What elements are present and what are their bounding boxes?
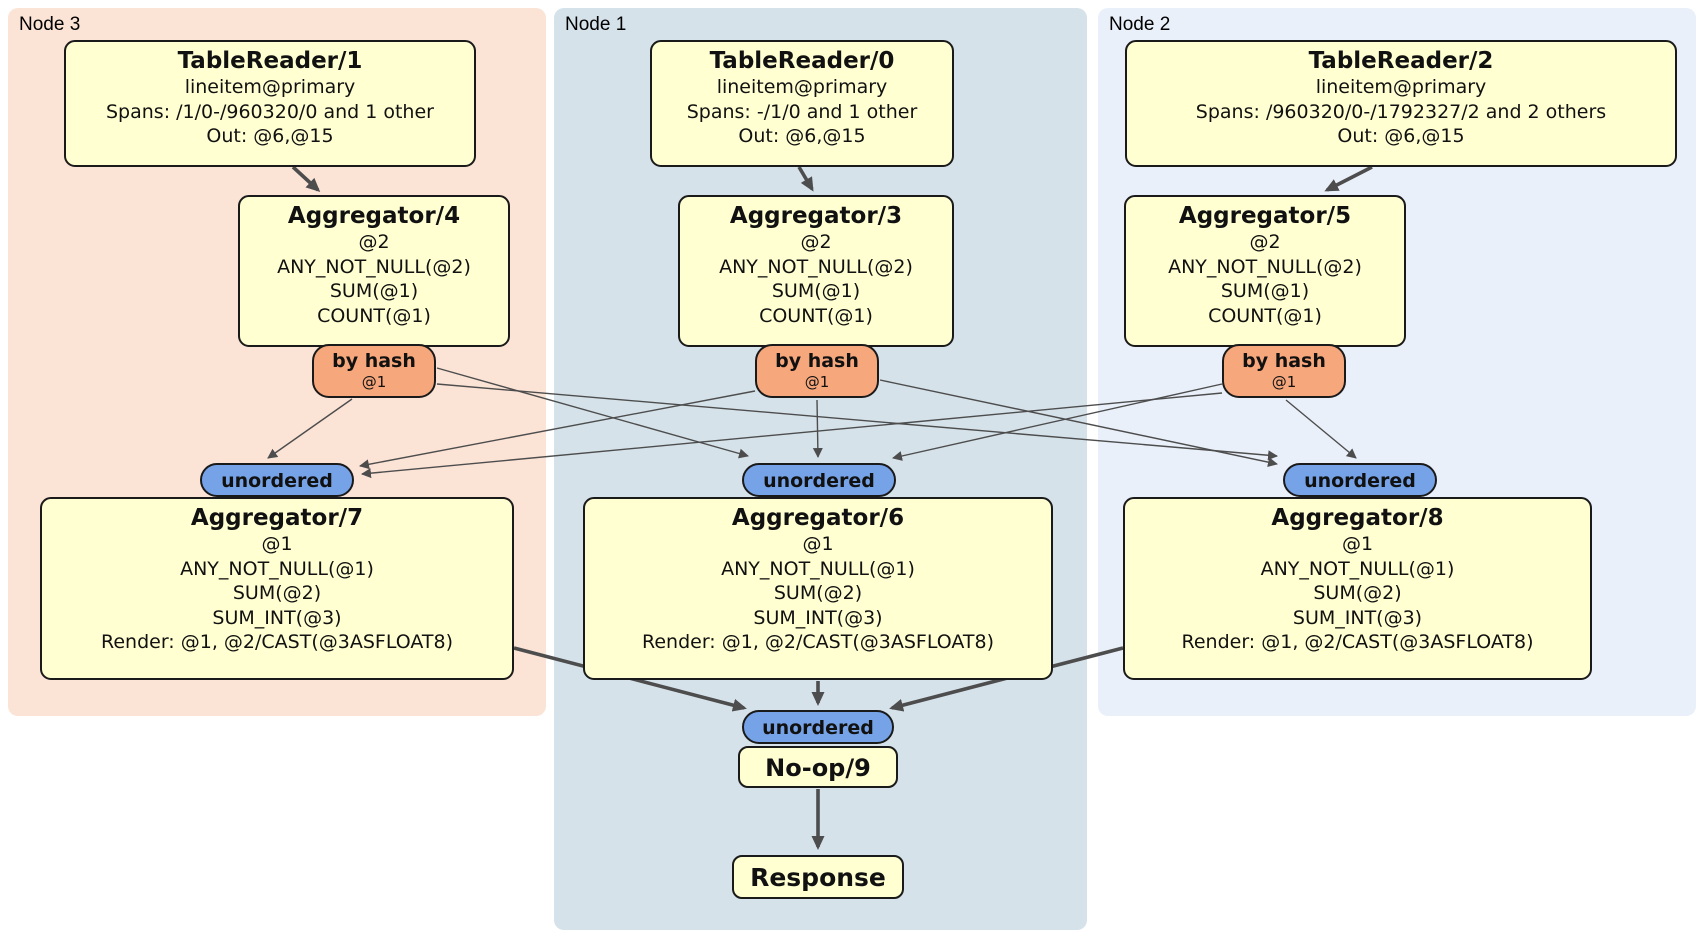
processor-aggregator-5: Aggregator/5 @2 ANY_NOT_NULL(@2) SUM(@1)… bbox=[1124, 195, 1406, 347]
processor-detail-line: SUM(@1) bbox=[1220, 280, 1310, 302]
processor-detail-line: SUM(@1) bbox=[771, 280, 861, 302]
processor-detail-line: @2 bbox=[1249, 231, 1281, 253]
processor-detail-line: SUM_INT(@3) bbox=[1292, 606, 1423, 629]
edge-r2-s1 bbox=[892, 383, 1223, 461]
processor-detail-line: Render: @1, @2/CAST(@3ASFLOAT8) bbox=[1181, 631, 1534, 653]
processor-detail-line: ANY_NOT_NULL(@2) bbox=[719, 255, 913, 278]
processor-tablereader-0: TableReader/0 lineitem@primary Spans: -/… bbox=[650, 40, 954, 167]
processor-tablereader-2: TableReader/2 lineitem@primary Spans: /9… bbox=[1125, 40, 1677, 167]
processor-detail-line: COUNT(@1) bbox=[1208, 304, 1322, 327]
processor-detail-line: ANY_NOT_NULL(@2) bbox=[277, 255, 471, 278]
processor-detail-line: SUM_INT(@3) bbox=[753, 606, 883, 629]
router-hash-key: @1 bbox=[1271, 373, 1297, 391]
processor-title: TableReader/0 bbox=[709, 48, 895, 74]
synchronizer-unordered-final: unordered bbox=[742, 710, 894, 744]
processor-detail-line: ANY_NOT_NULL(@1) bbox=[1260, 557, 1455, 580]
processor-detail-line: lineitem@primary bbox=[1315, 76, 1487, 98]
processor-detail-line: SUM_INT(@3) bbox=[212, 606, 342, 629]
edge-r3-s2 bbox=[436, 383, 1278, 461]
router-hash-key: @1 bbox=[804, 373, 830, 391]
processor-noop-9: No-op/9 bbox=[738, 746, 898, 788]
node-label-3: Node 3 bbox=[19, 14, 81, 35]
processor-aggregator-3: Aggregator/3 @2 ANY_NOT_NULL(@2) SUM(@1)… bbox=[678, 195, 954, 347]
processor-aggregator-7: Aggregator/7 @1 ANY_NOT_NULL(@1) SUM(@2)… bbox=[40, 497, 514, 680]
processor-detail-line: @2 bbox=[800, 231, 832, 253]
processor-detail-line: Spans: /960320/0-/1792327/2 and 2 others bbox=[1195, 100, 1607, 123]
edge-r2-s3 bbox=[361, 392, 1223, 479]
processor-detail-line: @1 bbox=[261, 533, 293, 555]
node-label-2: Node 2 bbox=[1109, 14, 1171, 35]
processor-detail-line: SUM(@1) bbox=[329, 280, 419, 302]
edge-r3-s3 bbox=[267, 398, 353, 459]
edge-r2-s2 bbox=[1285, 399, 1357, 459]
processor-detail-line: Spans: -/1/0 and 1 other bbox=[686, 100, 918, 123]
processor-detail-line: ANY_NOT_NULL(@2) bbox=[1168, 255, 1362, 278]
synchronizer-unordered-node2: unordered bbox=[1283, 463, 1437, 497]
processor-detail-line: @1 bbox=[802, 533, 834, 555]
edge-tr1-agg4 bbox=[291, 165, 321, 193]
processor-detail-line: Out: @6,@15 bbox=[1337, 125, 1465, 147]
processor-tablereader-1: TableReader/1 lineitem@primary Spans: /1… bbox=[64, 40, 476, 167]
edge-r1-s2 bbox=[879, 379, 1278, 468]
processor-detail-line: Out: @6,@15 bbox=[738, 125, 866, 147]
router-by-hash-node3: by hash @1 bbox=[312, 344, 436, 398]
synchronizer-unordered-node1: unordered bbox=[742, 463, 896, 497]
processor-detail-line: COUNT(@1) bbox=[317, 304, 431, 327]
edge-r1-s3 bbox=[359, 390, 756, 470]
edge-r1-s1 bbox=[812, 399, 823, 458]
processor-title: TableReader/2 bbox=[1308, 48, 1494, 74]
edge-tr0-agg3 bbox=[797, 166, 814, 192]
processor-aggregator-8: Aggregator/8 @1 ANY_NOT_NULL(@1) SUM(@2)… bbox=[1123, 497, 1592, 680]
processor-detail-line: Out: @6,@15 bbox=[206, 125, 334, 147]
processor-detail-line: @2 bbox=[358, 231, 390, 253]
router-by-hash-node1: by hash @1 bbox=[755, 344, 879, 398]
processor-detail-line: SUM(@2) bbox=[1313, 582, 1402, 604]
processor-title: Aggregator/5 bbox=[1178, 203, 1352, 229]
processor-detail-line: lineitem@primary bbox=[184, 76, 356, 98]
response-box: Response bbox=[732, 855, 904, 899]
processor-detail-line: SUM(@2) bbox=[773, 582, 863, 604]
processor-title: TableReader/1 bbox=[177, 48, 363, 74]
processor-detail-line: Spans: /1/0-/960320/0 and 1 other bbox=[106, 100, 434, 123]
processor-title: Aggregator/7 bbox=[190, 505, 364, 531]
processor-detail-line: ANY_NOT_NULL(@1) bbox=[180, 557, 374, 580]
processor-detail-line: Render: @1, @2/CAST(@3ASFLOAT8) bbox=[101, 631, 453, 653]
processor-detail-line: SUM(@2) bbox=[232, 582, 322, 604]
processor-detail-line: lineitem@primary bbox=[716, 76, 888, 98]
processor-aggregator-4: Aggregator/4 @2 ANY_NOT_NULL(@2) SUM(@1)… bbox=[238, 195, 510, 347]
processor-title: Aggregator/8 bbox=[1271, 505, 1444, 531]
node-label-1: Node 1 bbox=[565, 14, 627, 35]
processor-title: Aggregator/6 bbox=[731, 505, 905, 531]
processor-detail-line: ANY_NOT_NULL(@1) bbox=[721, 557, 915, 580]
router-label: by hash bbox=[775, 350, 859, 372]
processor-title: Aggregator/3 bbox=[729, 203, 903, 229]
router-by-hash-node2: by hash @1 bbox=[1222, 344, 1346, 398]
edge-tr2-agg5 bbox=[1324, 165, 1373, 192]
processor-detail-line: COUNT(@1) bbox=[759, 304, 873, 327]
edge-r3-s1 bbox=[436, 367, 749, 459]
processor-aggregator-6: Aggregator/6 @1 ANY_NOT_NULL(@1) SUM(@2)… bbox=[583, 497, 1053, 680]
processor-title: Aggregator/4 bbox=[287, 203, 461, 229]
router-label: by hash bbox=[332, 350, 416, 372]
processor-detail-line: Render: @1, @2/CAST(@3ASFLOAT8) bbox=[642, 631, 994, 653]
router-hash-key: @1 bbox=[361, 373, 387, 391]
processor-detail-line: @1 bbox=[1341, 533, 1374, 555]
router-label: by hash bbox=[1242, 350, 1326, 372]
synchronizer-unordered-node3: unordered bbox=[200, 463, 354, 497]
